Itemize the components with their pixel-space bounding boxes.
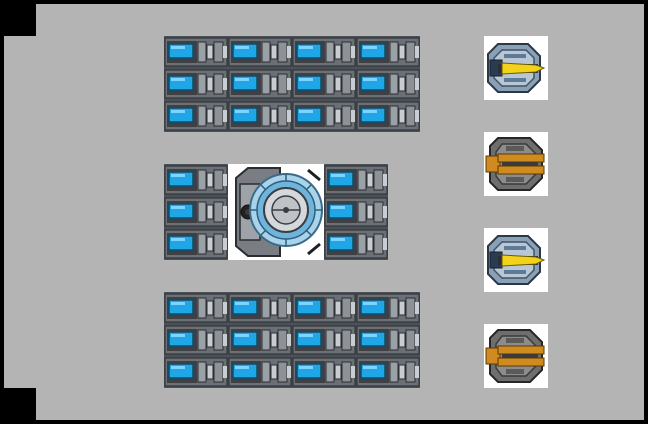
battery-module[interactable] <box>228 68 292 100</box>
battery-module[interactable] <box>292 68 356 100</box>
battery-module[interactable] <box>164 356 228 388</box>
battery-module[interactable] <box>356 324 420 356</box>
reactor-core-icon <box>228 164 324 260</box>
cannon-turret[interactable] <box>484 132 548 196</box>
battery-module[interactable] <box>164 164 228 196</box>
battery-icon <box>164 196 228 228</box>
battery-icon <box>292 68 356 100</box>
hull-floor-left-extension <box>4 36 44 388</box>
battery-icon <box>228 356 292 388</box>
battery-module[interactable] <box>356 68 420 100</box>
battery-icon <box>292 292 356 324</box>
battery-icon <box>292 100 356 132</box>
battery-icon <box>228 100 292 132</box>
battery-icon <box>356 356 420 388</box>
battery-module[interactable] <box>164 196 228 228</box>
battery-icon <box>228 36 292 68</box>
battery-icon <box>164 36 228 68</box>
battery-icon <box>324 196 388 228</box>
battery-icon <box>164 164 228 196</box>
battery-module[interactable] <box>228 356 292 388</box>
reactor-core[interactable] <box>228 164 324 260</box>
battery-module[interactable] <box>324 164 388 196</box>
battery-module[interactable] <box>292 100 356 132</box>
battery-icon <box>324 164 388 196</box>
battery-icon <box>228 292 292 324</box>
battery-module[interactable] <box>324 196 388 228</box>
battery-module[interactable] <box>164 228 228 260</box>
battery-icon <box>164 356 228 388</box>
battery-module[interactable] <box>228 100 292 132</box>
battery-icon <box>228 68 292 100</box>
battery-icon <box>324 228 388 260</box>
battery-module[interactable] <box>164 324 228 356</box>
battery-icon <box>164 228 228 260</box>
cannon-turret-icon <box>484 324 548 388</box>
battery-icon <box>228 324 292 356</box>
battery-icon <box>292 324 356 356</box>
cannon-turret[interactable] <box>484 324 548 388</box>
battery-module[interactable] <box>356 356 420 388</box>
battery-icon <box>356 100 420 132</box>
battery-module[interactable] <box>292 324 356 356</box>
battery-module[interactable] <box>324 228 388 260</box>
battery-module[interactable] <box>292 292 356 324</box>
battery-module[interactable] <box>292 356 356 388</box>
laser-turret-icon <box>484 36 548 100</box>
battery-icon <box>356 68 420 100</box>
battery-icon <box>164 324 228 356</box>
battery-module[interactable] <box>164 100 228 132</box>
battery-module[interactable] <box>356 292 420 324</box>
battery-icon <box>356 292 420 324</box>
battery-module[interactable] <box>292 36 356 68</box>
battery-module[interactable] <box>164 36 228 68</box>
battery-module[interactable] <box>228 324 292 356</box>
battery-icon <box>292 356 356 388</box>
cannon-turret-icon <box>484 132 548 196</box>
battery-module[interactable] <box>228 292 292 324</box>
battery-module[interactable] <box>228 36 292 68</box>
battery-icon <box>356 324 420 356</box>
laser-turret[interactable] <box>484 228 548 292</box>
battery-module[interactable] <box>356 100 420 132</box>
laser-turret[interactable] <box>484 36 548 100</box>
battery-module[interactable] <box>164 68 228 100</box>
laser-turret-icon <box>484 228 548 292</box>
battery-icon <box>164 68 228 100</box>
battery-module[interactable] <box>356 36 420 68</box>
battery-icon <box>356 36 420 68</box>
battery-module[interactable] <box>164 292 228 324</box>
battery-icon <box>164 292 228 324</box>
battery-icon <box>164 100 228 132</box>
battery-icon <box>292 36 356 68</box>
